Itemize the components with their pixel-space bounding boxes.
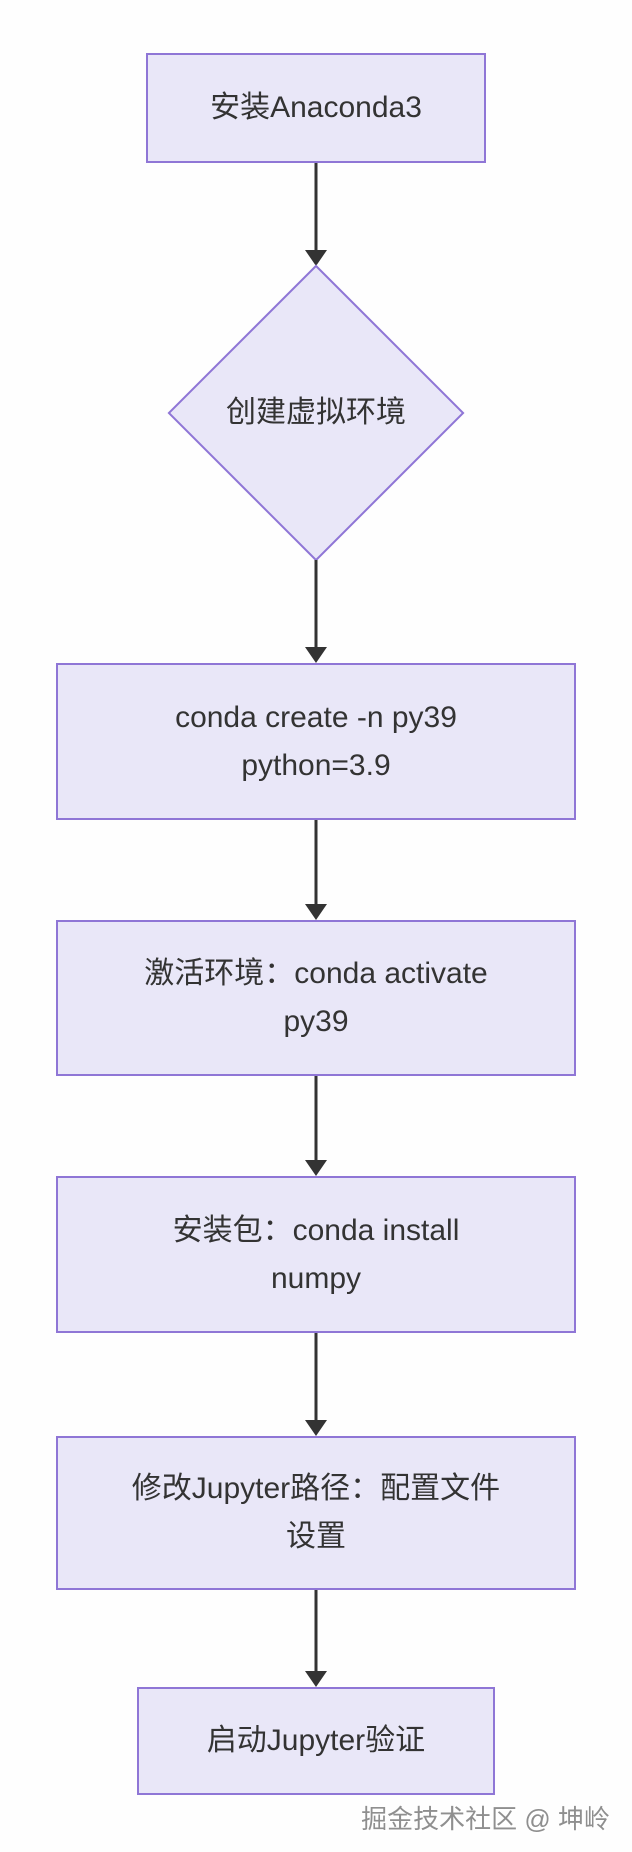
node-label: 启动Jupyter验证 bbox=[206, 1724, 426, 1757]
node-activate-env: 激活环境：conda activate py39 bbox=[56, 920, 576, 1076]
node-create-venv-decision: 创建虚拟环境 bbox=[164, 264, 468, 562]
arrow-create-to-condacreate bbox=[304, 560, 328, 663]
arrow-install-to-modify bbox=[304, 1333, 328, 1436]
arrow-modify-to-start bbox=[304, 1590, 328, 1687]
node-modify-jupyter-path: 修改Jupyter路径：配置文件 设置 bbox=[56, 1436, 576, 1590]
arrow-shaft bbox=[314, 1076, 318, 1162]
node-label-line1: conda create -n py39 bbox=[175, 700, 457, 734]
arrowhead-icon bbox=[305, 1420, 327, 1436]
node-label-line2: numpy bbox=[270, 1261, 362, 1295]
node-label: 创建虚拟环境 bbox=[226, 396, 406, 429]
node-label-line2: py39 bbox=[283, 1005, 349, 1038]
arrowhead-icon bbox=[305, 250, 327, 266]
arrow-shaft bbox=[314, 1590, 318, 1673]
arrow-shaft bbox=[314, 560, 318, 649]
node-label-line1: 修改Jupyter路径：配置文件 bbox=[131, 1472, 501, 1505]
arrow-install-to-create bbox=[304, 163, 328, 266]
arrowhead-icon bbox=[305, 647, 327, 663]
arrowhead-icon bbox=[305, 904, 327, 920]
node-label-line1: 安装包：conda install bbox=[172, 1213, 460, 1247]
diamond-label-wrap: 创建虚拟环境 bbox=[164, 266, 468, 560]
arrowhead-icon bbox=[305, 1671, 327, 1687]
node-label-line2: 设置 bbox=[286, 1520, 346, 1553]
node-install-package: 安装包：conda install numpy bbox=[56, 1176, 576, 1333]
node-label-line1: 激活环境：conda activate bbox=[144, 957, 488, 990]
arrow-activate-to-install bbox=[304, 1076, 328, 1176]
node-conda-create: conda create -n py39 python=3.9 bbox=[56, 663, 576, 820]
arrow-shaft bbox=[314, 1333, 318, 1422]
arrow-condacreate-to-activate bbox=[304, 820, 328, 920]
node-label-line2: python=3.9 bbox=[241, 748, 391, 782]
node-start-jupyter: 启动Jupyter验证 bbox=[137, 1687, 495, 1795]
watermark-text: 掘金技术社区 @ 坤岭 bbox=[361, 1804, 610, 1834]
arrowhead-icon bbox=[305, 1160, 327, 1176]
node-install-anaconda3: 安装Anaconda3 bbox=[146, 53, 486, 163]
arrow-shaft bbox=[314, 820, 318, 906]
arrow-shaft bbox=[314, 163, 318, 252]
node-label: 安装Anaconda3 bbox=[210, 91, 422, 124]
